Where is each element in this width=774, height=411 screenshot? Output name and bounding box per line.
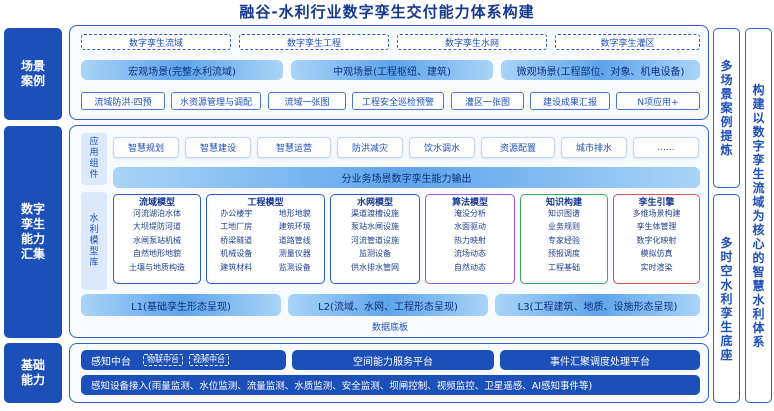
model-item: 水面驱动	[454, 222, 486, 232]
model-item: 知识图谱	[548, 209, 580, 218]
page-title: 融谷-水利行业数字孪生交付能力体系构建	[239, 3, 535, 21]
model-item: 工程基础	[548, 262, 580, 272]
model-item: 淹没分析	[454, 209, 486, 218]
app-smart-planning[interactable]: 智慧规划	[113, 137, 179, 158]
level-l2[interactable]: L2(流域、水网、工程形态呈现)	[288, 294, 488, 316]
macro-scenario[interactable]: 宏观场景(完整水利流域)	[81, 60, 283, 80]
model-item: 热力映射	[454, 235, 486, 245]
event-dispatch-platform[interactable]: 事件汇聚调度处理平台	[500, 350, 700, 370]
domain-engineering[interactable]: 数字孪生工程	[239, 34, 389, 50]
micro-scenario[interactable]: 微观场景(工程部位、对象、机电设备)	[501, 60, 700, 80]
model-algorithm-title: 算法模型	[451, 198, 488, 208]
sensing-device-access[interactable]: 感知设备接入(雨量监测、水位监测、流量监测、水质监测、安全监测、坝闸控制、视频监…	[81, 375, 700, 395]
model-item: 道路管线	[278, 235, 311, 245]
model-item: 水闸泵站机械	[133, 235, 181, 245]
model-item: 预报调度	[548, 249, 580, 259]
level-l1[interactable]: L1(基础孪生形态呈现)	[81, 294, 281, 316]
model-water-network-title: 水网模型	[356, 198, 393, 208]
model-item: 建筑环境	[278, 222, 311, 232]
app-water-diversion[interactable]: 饮水调水	[409, 137, 475, 158]
model-item: 数字化映射	[636, 235, 677, 245]
case-construction-report[interactable]: 建设成果汇报	[530, 92, 610, 110]
right-label-scenario-extraction: 多场景案例提炼	[713, 28, 740, 188]
model-library-label: 水利模型库	[81, 192, 107, 290]
case-water-resources[interactable]: 水资源管理与调配	[171, 92, 261, 110]
app-flood-mitigation[interactable]: 防洪减灾	[337, 137, 403, 158]
case-flood-control[interactable]: 流域防洪-四预	[81, 92, 165, 110]
model-item: 实时渲染	[640, 262, 673, 272]
category-scenario-cases: 场景案例	[4, 28, 62, 120]
iot-platform[interactable]: 物联中台	[143, 354, 183, 366]
model-item: 大坝堤防河道	[133, 222, 181, 232]
level-l3[interactable]: L3(工程建筑、地质、设施形态呈现)	[495, 294, 700, 316]
app-resource-allocation[interactable]: 资源配置	[481, 137, 555, 158]
model-item: 流场动态	[454, 249, 486, 259]
model-item: 业务规则	[548, 222, 580, 232]
model-item: 泵站水闸设施	[351, 222, 399, 232]
case-safety-inspection[interactable]: 工程安全巡检预警	[352, 92, 444, 110]
app-urban-drainage[interactable]: 城市排水	[561, 137, 627, 158]
category-foundation: 基础能力	[4, 343, 62, 403]
right-label-spatiotemporal-base: 多时空水利孪生底座	[713, 194, 740, 403]
model-item: 专家经验	[548, 235, 580, 245]
model-item: 土壤与地质构造	[129, 262, 185, 272]
app-components-label: 应用组件	[81, 133, 107, 185]
model-item: 自然地形地貌	[133, 249, 181, 259]
model-engineering-title: 工程模型	[247, 198, 284, 208]
model-item: 监测设备	[278, 262, 311, 272]
domain-irrigation[interactable]: 数字孪生灌区	[555, 34, 700, 50]
model-item: 渠道渡槽设施	[351, 209, 399, 218]
model-item: 河流管道设施	[351, 235, 399, 245]
model-knowledge-title: 知识构建	[545, 198, 582, 208]
model-item: 工地厂房	[220, 222, 253, 232]
model-item: 多维场景构建	[632, 209, 681, 218]
model-item: 供水排水管网	[351, 262, 399, 272]
app-more[interactable]: ......	[633, 137, 699, 158]
model-twin-engine-title: 孪生引擎	[638, 198, 675, 208]
data-base-label: 数据底板	[371, 323, 408, 333]
capability-output-bar: 分业务场景数字孪生能力输出	[113, 167, 700, 188]
app-smart-construction[interactable]: 智慧建设	[185, 137, 251, 158]
spatial-service-platform[interactable]: 空间能力服务平台	[292, 350, 494, 370]
model-algorithm: 算法模型 淹没分析 水面驱动 热力映射 流场动态 自然动态	[425, 194, 515, 284]
model-item: 测量仪器	[278, 249, 311, 259]
right-label-smart-water-system: 构建以数字孪生流域为核心的智慧水利体系	[745, 28, 772, 403]
meso-scenario[interactable]: 中观场景(工程枢纽、建筑)	[291, 60, 493, 80]
model-twin-engine: 孪生引擎 多维场景构建 孪生体管理 数字化映射 模拟仿真 实时渲染	[613, 194, 700, 284]
app-smart-operation[interactable]: 智慧运营	[257, 137, 331, 158]
case-basin-map[interactable]: 流域一张图	[268, 92, 346, 110]
model-item: 地形地貌	[278, 209, 311, 218]
model-basin: 流域模型 河流湖泊水体 大坝堤防河道 水闸泵站机械 自然地形地貌 土壤与地质构造	[113, 194, 201, 284]
category-twin-capability: 数字孪生能力汇集	[4, 126, 62, 338]
model-item: 桥梁隧道	[220, 235, 253, 245]
model-water-network: 水网模型 渠道渡槽设施 泵站水闸设施 河流管道设施 监测设备 供水排水管网	[330, 194, 420, 284]
model-knowledge: 知识构建 知识图谱 业务规则 专家经验 预报调度 工程基础	[520, 194, 608, 284]
case-n-applications[interactable]: N项应用+	[616, 92, 700, 110]
model-engineering: 工程模型 办公楼宇 地形地貌 工地厂房 建筑环境 桥梁隧道 道路管线 机械设备 …	[206, 194, 325, 284]
model-item: 办公楼宇	[220, 209, 253, 218]
domain-water-network[interactable]: 数字孪生水网	[397, 34, 547, 50]
domain-river-basin[interactable]: 数字孪生流域	[81, 34, 231, 50]
sensing-platform-label: 感知中台	[91, 356, 131, 368]
model-item: 监测设备	[359, 249, 391, 259]
video-platform[interactable]: 视频中台	[189, 354, 229, 366]
model-basin-title: 流域模型	[138, 198, 175, 208]
model-item: 自然动态	[454, 262, 486, 272]
model-item: 建筑材料	[220, 262, 253, 272]
case-irrigation-map[interactable]: 灌区一张图	[451, 92, 524, 110]
model-item: 模拟仿真	[640, 249, 673, 259]
sensing-platform[interactable]: 感知中台 物联中台 视频中台	[81, 350, 286, 370]
model-item: 河流湖泊水体	[133, 209, 181, 218]
model-item: 孪生体管理	[636, 222, 677, 232]
model-item: 机械设备	[220, 249, 253, 259]
